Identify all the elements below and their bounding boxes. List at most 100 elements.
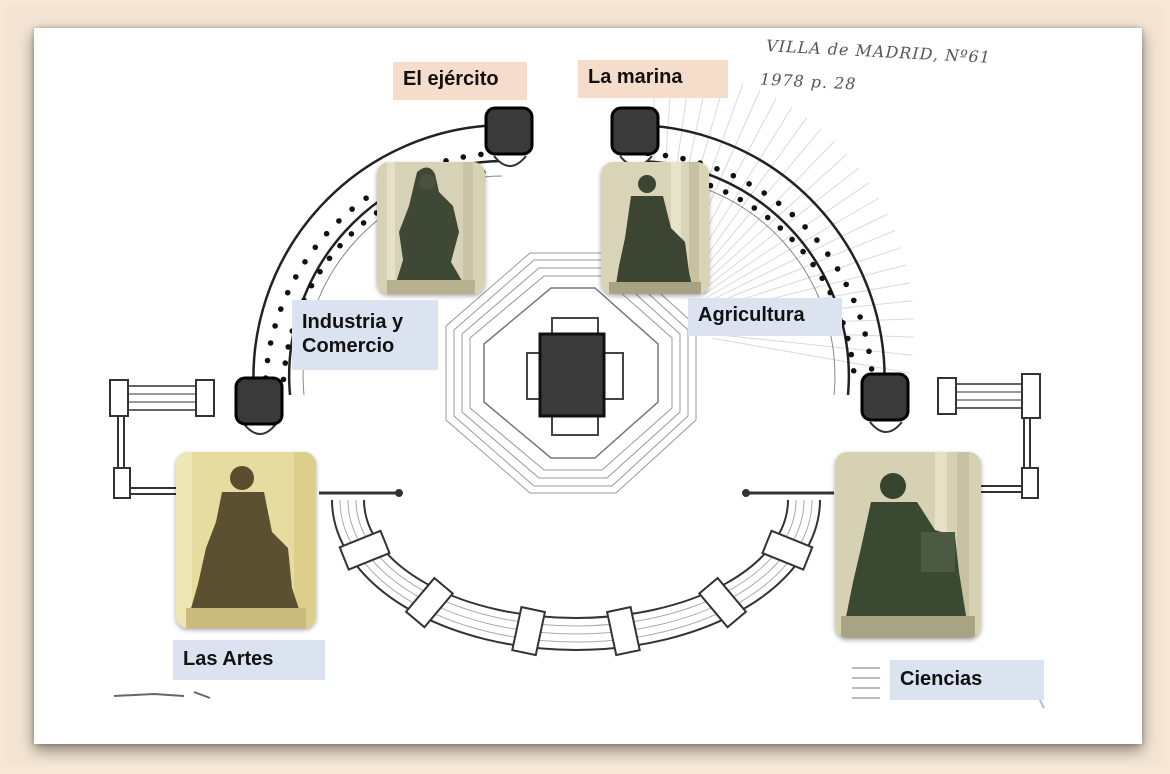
colonnade-column <box>272 323 278 329</box>
seated-statue-icon <box>835 452 981 638</box>
label-ciencias: Ciencias <box>890 660 1044 700</box>
photo-agricultura <box>601 162 709 294</box>
colonnade-column <box>737 196 744 203</box>
colonnade-column <box>349 206 355 212</box>
colonnade-column <box>302 259 308 265</box>
pier-left <box>234 376 284 435</box>
colonnade-column <box>323 230 330 237</box>
label-la-marina: La marina <box>578 60 728 98</box>
colonnade-column <box>843 281 849 288</box>
colonnade-column <box>848 351 855 358</box>
photo-ciencias <box>835 452 981 638</box>
seated-statue-icon <box>601 162 709 294</box>
right-wing <box>742 373 1041 499</box>
pier-top-right <box>610 106 660 167</box>
colonnade-column <box>851 297 857 304</box>
label-las-artes: Las Artes <box>173 640 325 680</box>
colonnade-column <box>850 368 857 374</box>
colonnade-column <box>312 244 319 251</box>
colonnade-column <box>278 306 284 312</box>
colonnade-column <box>348 231 355 237</box>
pier-top-left <box>484 106 534 167</box>
colonnade-column <box>662 152 669 159</box>
colonnade-column <box>827 289 833 296</box>
colonnade-column <box>761 190 767 196</box>
stair-block <box>338 529 391 571</box>
colonnade-column <box>775 200 782 207</box>
ray-line <box>698 153 848 289</box>
stair-block <box>697 576 748 629</box>
ray-line <box>709 230 896 306</box>
colonnade-column <box>282 360 289 366</box>
colonnade-column <box>326 255 333 262</box>
left-colonnade-outer <box>252 123 503 396</box>
piers <box>234 106 910 435</box>
colonnade-column <box>707 182 714 189</box>
colonnade-column <box>866 348 872 355</box>
stair-block <box>605 605 641 657</box>
lower-stair-band <box>331 499 821 651</box>
colonnade-column <box>789 211 796 218</box>
colonnade-column <box>363 195 369 201</box>
colonnade-column <box>868 366 875 372</box>
central-pedestal <box>526 317 624 436</box>
colonnade-column <box>336 218 342 224</box>
pier-right <box>860 372 910 433</box>
colonnade-column <box>777 225 784 231</box>
colonnade-column <box>460 154 467 160</box>
colonnade-column <box>862 331 868 337</box>
monument-plan-drawing <box>109 68 1045 709</box>
stair-block <box>761 529 814 571</box>
ray-line <box>705 197 880 299</box>
ray-line <box>692 128 822 283</box>
left-wing <box>109 379 403 499</box>
stair-block <box>404 576 455 629</box>
colonnade-column <box>680 155 686 162</box>
label-industria-line2: Comercio <box>302 335 395 357</box>
plan-card: VILLA de MADRID, Nº61 1978 p. 28 <box>34 28 1142 744</box>
colonnade-column <box>814 237 820 243</box>
colonnade-column <box>337 242 343 249</box>
colonnade-column <box>845 335 851 342</box>
colonnade-column <box>714 166 720 172</box>
ray-line <box>707 213 888 303</box>
label-el-ejercito: El ejército <box>393 62 527 100</box>
seated-statue-icon <box>176 452 316 628</box>
colonnade-column <box>730 172 737 179</box>
photo-las-artes <box>176 452 316 628</box>
right-colonnade-outer <box>633 123 886 396</box>
colonnade-column <box>264 357 271 364</box>
colonnade-column <box>280 376 287 383</box>
colonnade-column <box>478 151 484 158</box>
ray-line <box>713 333 913 356</box>
colonnade-column <box>800 248 806 255</box>
colonnade-column <box>802 224 808 230</box>
colonnade-column <box>285 344 291 350</box>
colonnade-column <box>284 289 291 296</box>
ray-line <box>713 337 911 374</box>
label-industria-line1: Industria y <box>302 311 404 333</box>
colonnade-column <box>764 214 771 221</box>
colonnade-column <box>751 205 758 211</box>
stair-block <box>511 605 547 657</box>
seated-statue-icon <box>377 162 485 294</box>
ray-line <box>703 182 870 295</box>
colonnade-column <box>834 266 841 272</box>
stair-blocks <box>338 529 814 657</box>
colonnade-column <box>789 236 795 243</box>
colonnade-column <box>746 181 752 187</box>
colonnade-column <box>819 275 825 282</box>
colonnade-column <box>267 340 274 346</box>
colonnade-column <box>810 261 816 268</box>
photo-industria-comercio <box>377 162 485 294</box>
colonnade-column <box>317 268 323 275</box>
scale-bar <box>113 691 211 699</box>
colonnade-column <box>857 314 863 320</box>
label-agricultura: Agricultura <box>688 298 842 336</box>
ray-line <box>695 140 835 286</box>
right-colonnade-columns <box>643 150 875 374</box>
colonnade-column <box>308 282 315 289</box>
colonnade-column <box>722 189 729 195</box>
colonnade-column <box>825 251 831 257</box>
label-industria-comercio: Industria y Comercio <box>292 300 438 370</box>
